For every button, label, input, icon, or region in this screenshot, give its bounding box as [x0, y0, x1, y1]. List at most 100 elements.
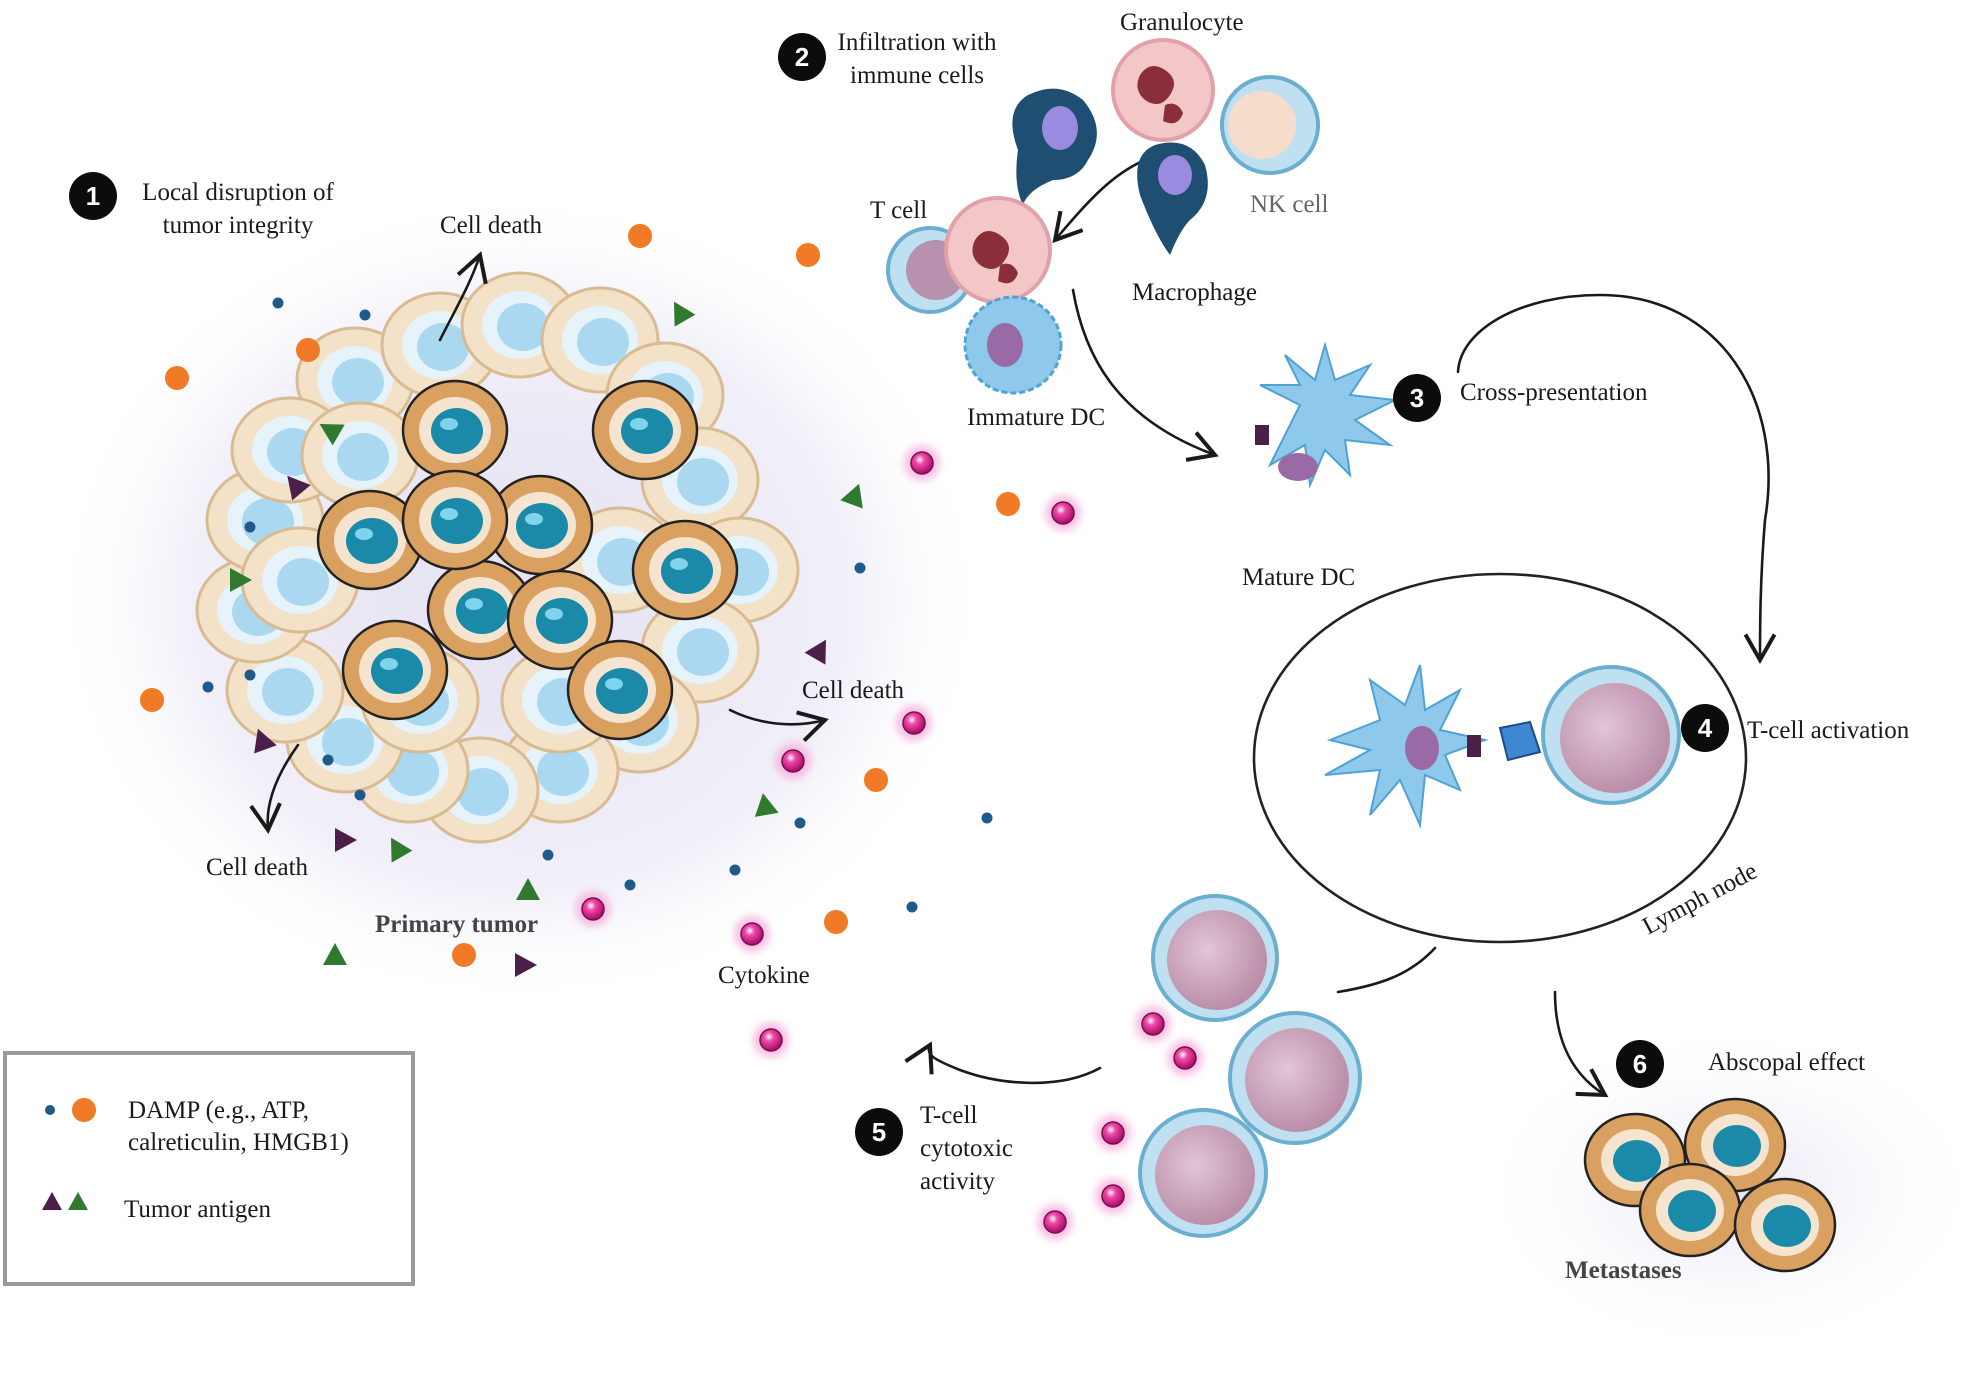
damp-small — [981, 812, 993, 824]
tumor-antigen — [515, 953, 537, 977]
granulocyte-cell-lower — [944, 196, 1052, 304]
step-number: 1 — [86, 181, 100, 211]
step-label-line: tumor integrity — [163, 212, 314, 239]
cell-death-arrow-top — [438, 251, 488, 342]
granulocyte-cell — [1111, 38, 1215, 142]
damp-large — [628, 224, 652, 248]
damp-large — [296, 338, 320, 362]
cytotoxic-t-cell-1 — [1151, 894, 1279, 1022]
cytotoxic-t-cell-3 — [1138, 1108, 1268, 1238]
legend-box — [3, 1051, 415, 1286]
step-label-line: immune cells — [850, 62, 984, 89]
primary-tumor-cluster — [195, 271, 800, 844]
step-number-badge — [1681, 704, 1729, 752]
damp-large — [864, 768, 888, 792]
cell-death-label-right: Cell death — [802, 677, 905, 704]
step-3: 3 Cross-presentation — [1393, 374, 1648, 422]
damp-large — [140, 688, 164, 712]
damp-large — [996, 492, 1020, 516]
step-number: 5 — [872, 1117, 886, 1147]
tumor-cell-active — [401, 379, 509, 481]
cell-death-arrow-right — [728, 708, 829, 743]
step-number-badge — [69, 172, 117, 220]
tumor-cell-active — [316, 489, 424, 591]
damp-small — [322, 754, 334, 766]
cytokine-particle — [1095, 1115, 1131, 1151]
metastasis-cell — [1733, 1177, 1837, 1273]
tumor-cell-active — [401, 469, 509, 571]
granulocyte-label: Granulocyte — [1120, 9, 1244, 36]
mature-dc-cell — [1255, 341, 1399, 489]
cytokine-particle — [753, 1022, 789, 1058]
step-label-line: Infiltration with — [838, 29, 997, 56]
damp-small — [272, 297, 284, 309]
nk-cell-label: NK cell — [1250, 191, 1328, 218]
damp-small — [794, 817, 806, 829]
legend-damp-line-2: calreticulin, HMGB1) — [128, 1129, 349, 1156]
cytokine-particle — [1135, 1006, 1171, 1042]
metastasis-cell — [1683, 1097, 1787, 1193]
tumor-antigen — [804, 639, 826, 665]
legend-damp-small-dot — [45, 1105, 55, 1115]
tumor-antigen — [840, 483, 863, 509]
metastasis-cell — [1638, 1162, 1742, 1258]
tumor-cell-pale — [640, 596, 760, 704]
immature-dc-label: Immature DC — [967, 404, 1105, 431]
step-2: 2 Infiltration with immune cells — [778, 29, 997, 89]
cytokine-particle — [1045, 495, 1081, 531]
damp-small — [542, 849, 554, 861]
lymph-node-to-metastases-arrow — [1553, 990, 1609, 1098]
step-number: 3 — [1410, 383, 1424, 413]
macrophage-label: Macrophage — [1132, 279, 1257, 306]
lymph-node-dc-cell — [1324, 664, 1542, 829]
damp-large — [165, 366, 189, 390]
legend-damp-large-dot — [72, 1098, 96, 1122]
metastases-label: Metastases — [1565, 1257, 1682, 1284]
macrophage-to-tcell-arrow — [1052, 158, 1147, 244]
cytokine-particle — [1167, 1040, 1203, 1076]
cell-death-arrow-left — [249, 743, 300, 835]
damp-small — [854, 562, 866, 574]
legend-antigen-purple-triangle — [42, 1192, 62, 1210]
tumor-antigen — [674, 301, 696, 327]
arrows — [249, 158, 1777, 1098]
damp-small — [906, 901, 918, 913]
immature-to-mature-dc-arrow — [1071, 288, 1219, 462]
cytokine-particle — [775, 743, 811, 779]
tumor-antigen — [335, 828, 357, 852]
damp-small — [244, 669, 256, 681]
step-label-line: cytotoxic — [920, 1135, 1013, 1162]
damp-small — [624, 879, 636, 891]
step-number-badge — [1616, 1040, 1664, 1088]
legend: DAMP (e.g., ATP, calreticulin, HMGB1) Tu… — [3, 1051, 415, 1286]
step-number-badge — [778, 33, 826, 81]
macrophage-cell-top-left — [1012, 88, 1097, 205]
tumor-cell-active — [591, 379, 699, 481]
damp-large — [796, 243, 820, 267]
damp-small — [359, 309, 371, 321]
tumor-antigen — [754, 793, 779, 817]
t-cell-label: T cell — [870, 197, 927, 224]
tumor-cell-active — [506, 569, 614, 671]
cytokine-particle — [1037, 1204, 1073, 1240]
legend-damp-line-1: DAMP (e.g., ATP, — [128, 1097, 309, 1124]
step-number: 2 — [795, 42, 809, 72]
nk-cell — [1220, 75, 1320, 175]
tumor-antigen — [287, 475, 311, 501]
step-number-badge — [1393, 374, 1441, 422]
molecules-layer — [140, 224, 1203, 1240]
tcell-cytotoxic-arrow — [904, 1041, 1102, 1085]
tumor-antigen — [516, 878, 540, 900]
tumor-cell-active — [426, 559, 534, 661]
tumor-cell-active — [341, 619, 449, 721]
cytokine-particle — [734, 916, 770, 952]
primary-tumor-label: Primary tumor — [375, 911, 538, 938]
step-number: 6 — [1633, 1049, 1647, 1079]
legend-tumor-antigen-label: Tumor antigen — [124, 1196, 271, 1223]
step-label-line: Cross-presentation — [1460, 379, 1648, 406]
